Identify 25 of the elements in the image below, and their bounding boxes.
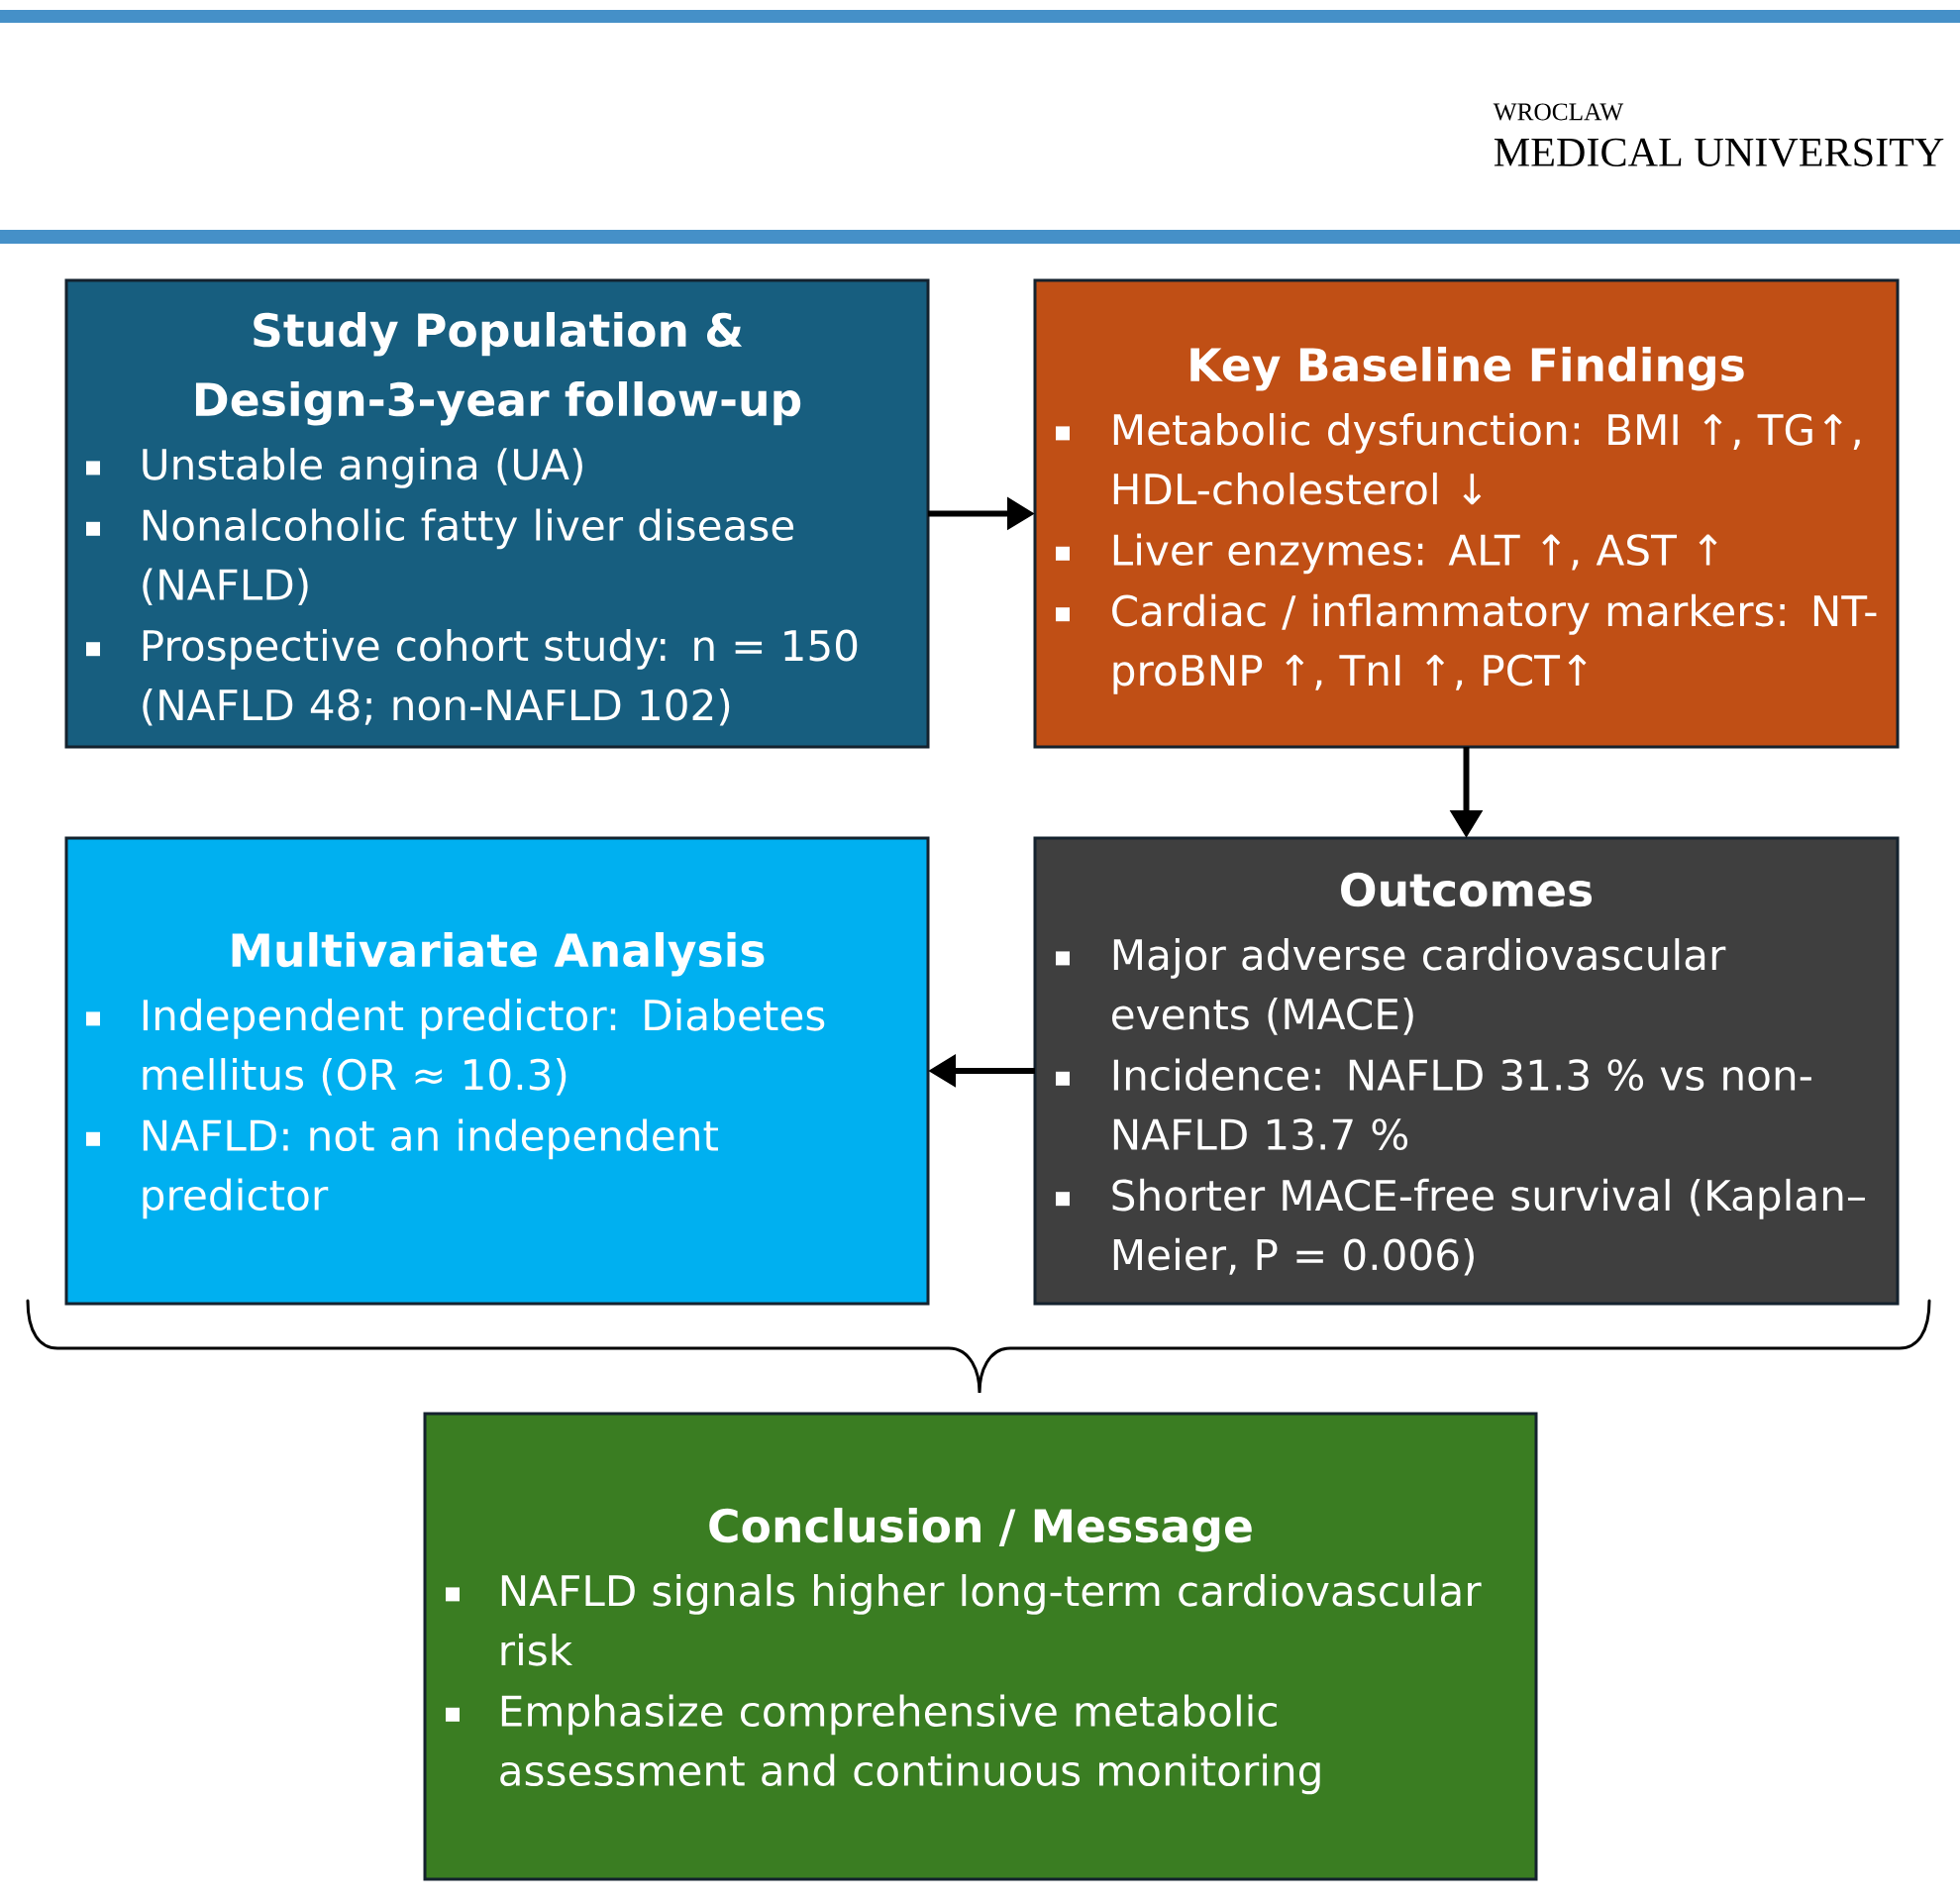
process-box xyxy=(423,1412,1538,1881)
bullet-text: Cardiac / inflammatory markers: NT-proBNP ↑, TnI ↑, PCT↑ xyxy=(1112,593,1877,694)
box-heading: Outcomes xyxy=(1341,872,1593,907)
bullet-text: Shorter MACE-free survival (Kaplan–Meier, P = 0.006) xyxy=(1112,1178,1865,1276)
bullet-text: Incidence: NAFLD 31.3 % vs non-NAFLD 13.7 % xyxy=(1113,1058,1811,1151)
bullet-text: Prospective cohort study: n = 150 (NAFLD 48; non-NAFLD 102) xyxy=(143,628,858,726)
process-box xyxy=(64,836,930,1306)
bullet-text: Independent predictor: Diabetes mellitus (OR ≈ 10.3) xyxy=(143,999,825,1096)
process-box xyxy=(64,278,930,749)
bullet-text: Liver enzymes: ALT ↑, AST ↑ xyxy=(1113,533,1717,575)
process-box xyxy=(1033,278,1900,749)
bullet-text: Major adverse cardiovascular events (MACE) xyxy=(1112,938,1726,1035)
bullet-text: Unstable angina (UA) xyxy=(143,448,582,488)
bullet-text: Nonalcoholic fatty liver disease (NAFLD) xyxy=(143,508,794,606)
box-heading: Conclusion / Message xyxy=(709,1507,1252,1552)
university-name: WROCLAW xyxy=(1493,103,1624,121)
bullet-text: Emphasize comprehensive metabolic assessment and continuous monitoring xyxy=(500,1694,1320,1795)
bullet-text: Metabolic dysfunction: BMI ↑, TG↑, HDL-cholesterol ↓ xyxy=(1113,413,1860,505)
university-name: MEDICAL UNIVERSITY xyxy=(1494,138,1944,167)
process-box xyxy=(1033,836,1900,1306)
box-heading: Multivariate Analysis xyxy=(232,931,765,977)
box-heading: Key Baseline Findings xyxy=(1190,346,1744,391)
bullet-text: NAFLD signals higher long-term cardiovascular risk xyxy=(501,1574,1482,1666)
bullet-text: NAFLD: not an independent predictor xyxy=(143,1118,718,1219)
box-heading: Study Population & Design-3-year follow-up xyxy=(195,311,801,426)
